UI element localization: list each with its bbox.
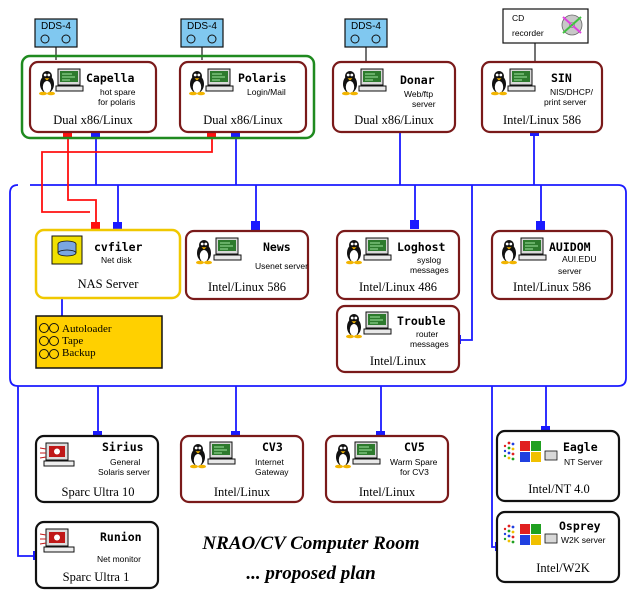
host-role: W2K server — [561, 535, 606, 545]
dds-drive-capella: DDS-4 — [34, 18, 78, 48]
host-name: CV3 — [262, 440, 283, 454]
diagram-subtitle: ... proposed plan — [246, 563, 375, 584]
host-role-2: for polaris — [98, 97, 135, 107]
host-name: News — [263, 240, 291, 254]
host-name: Eagle — [563, 440, 598, 454]
host-role: hot spare — [100, 87, 136, 97]
host-name: Capella — [86, 71, 135, 85]
host-role: Internet — [255, 457, 284, 467]
host-cv5[interactable]: CV5 Warm Spare for CV3 Intel/Linux — [324, 434, 450, 504]
cd-disc-icon — [561, 14, 583, 36]
host-sirius[interactable]: Sirius General Solaris server Sparc Ultr… — [34, 434, 160, 504]
host-os: Intel/Linux — [370, 354, 427, 368]
dds-label: DDS-4 — [187, 21, 217, 32]
dds-drive-donar: DDS-4 — [344, 18, 388, 48]
host-os: NAS Server — [78, 277, 140, 291]
host-role: Usenet server — [255, 261, 308, 271]
tape-label-2: Tape — [62, 335, 83, 347]
cd-label-line1: CD — [512, 13, 524, 23]
host-name: Trouble — [397, 314, 446, 328]
host-role-2: for CV3 — [400, 467, 429, 477]
host-name: CV5 — [404, 440, 425, 454]
network-backbone — [9, 184, 627, 387]
host-role: Warm Spare — [390, 457, 438, 467]
host-osprey[interactable]: Osprey W2K server Intel/W2K — [495, 510, 621, 584]
dds-label: DDS-4 — [351, 21, 381, 32]
host-role: Login/Mail — [247, 87, 286, 97]
host-auidom[interactable]: AUIDOM AUI.EDU server Intel/Linux 586 — [490, 229, 614, 301]
host-name: Runion — [100, 530, 142, 544]
tape-label-3: Backup — [62, 347, 96, 359]
host-name: Sirius — [102, 440, 144, 454]
host-role: syslog — [417, 255, 441, 265]
host-os: Intel/Linux 486 — [359, 280, 437, 294]
host-donar[interactable]: Donar Web/ftp server Dual x86/Linux — [331, 60, 457, 134]
host-os: Intel/W2K — [536, 561, 589, 575]
host-os: Dual x86/Linux — [53, 113, 133, 127]
host-role: AUI.EDU — [562, 254, 596, 264]
host-name: SIN — [551, 71, 572, 85]
host-os: Dual x86/Linux — [203, 113, 283, 127]
host-role: General — [110, 457, 140, 467]
drop-lines — [17, 125, 547, 557]
host-role-2: print server — [544, 97, 587, 107]
host-os: Intel/Linux 586 — [503, 113, 581, 127]
dds-label: DDS-4 — [41, 21, 71, 32]
host-os: Intel/Linux 586 — [513, 280, 591, 294]
host-cv3[interactable]: CV3 Internet Gateway Intel/Linux — [179, 434, 305, 504]
host-name: Loghost — [397, 240, 446, 254]
dds-links — [55, 43, 536, 62]
host-name: Polaris — [238, 71, 286, 85]
host-os: Intel/NT 4.0 — [528, 482, 590, 496]
dds-drive-polaris: DDS-4 — [180, 18, 224, 48]
host-loghost[interactable]: Loghost syslog messages Intel/Linux 486 — [335, 229, 461, 301]
host-os: Sparc Ultra 10 — [62, 485, 135, 499]
host-os: Intel/Linux 586 — [208, 280, 286, 294]
host-eagle[interactable]: Eagle NT Server Intel/NT 4.0 — [495, 429, 621, 503]
host-role: router — [416, 329, 438, 339]
host-news[interactable]: News Usenet server Intel/Linux 586 — [184, 229, 310, 301]
cluster-frame — [20, 54, 316, 140]
host-os: Intel/Linux — [359, 485, 416, 499]
host-cvfiler[interactable]: cvfiler Net disk NAS Server — [51, 235, 143, 291]
host-role-2: messages — [410, 265, 449, 275]
host-sin[interactable]: SIN NIS/DHCP/ print server Intel/Linux 5… — [480, 60, 604, 134]
host-role-2: Solaris server — [98, 467, 150, 477]
host-role: Net monitor — [97, 554, 141, 564]
host-role: Web/ftp — [404, 89, 433, 99]
host-os: Dual x86/Linux — [354, 113, 434, 127]
host-role: NT Server — [564, 457, 603, 467]
tape-label-1: Autoloader — [62, 323, 112, 335]
cd-label-line2: recorder — [512, 28, 544, 38]
host-trouble[interactable]: Trouble router messages Intel/Linux — [335, 304, 461, 374]
host-runion[interactable]: Runion Net monitor Sparc Ultra 1 — [34, 520, 160, 590]
host-name: AUIDOM — [549, 240, 591, 254]
tape-backup[interactable]: Autoloader Tape Backup — [35, 315, 163, 369]
host-role: NIS/DHCP/ — [550, 87, 594, 97]
host-os: Intel/Linux — [214, 485, 271, 499]
host-capella[interactable]: Capella hot spare for polaris Dual x86/L… — [28, 60, 158, 134]
host-role-2: messages — [410, 339, 449, 349]
host-role-2: server — [412, 99, 436, 109]
host-polaris[interactable]: Polaris Login/Mail Dual x86/Linux — [178, 60, 308, 134]
host-name: cvfiler — [94, 240, 143, 254]
host-role-2: server — [558, 266, 582, 276]
storage-links — [41, 130, 213, 228]
host-name: Donar — [400, 73, 435, 87]
host-role: Net disk — [101, 255, 132, 265]
disk-icon — [51, 235, 83, 265]
host-os: Sparc Ultra 1 — [63, 570, 130, 584]
diagram-title: NRAO/CV Computer Room — [201, 533, 419, 554]
cd-recorder: CD recorder — [502, 8, 589, 44]
host-role-2: Gateway — [255, 467, 289, 477]
host-name: Osprey — [559, 519, 601, 533]
